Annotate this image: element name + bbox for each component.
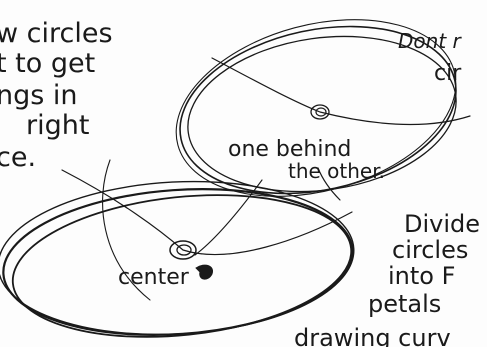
note-left-line-4: right	[26, 110, 89, 141]
upper-guide-curve	[212, 58, 470, 124]
note-bottom-right-line-2: circles	[392, 236, 468, 264]
note-left-line-1: w circles	[0, 18, 113, 49]
lower-circle-stroke-1	[0, 178, 358, 346]
note-bottom-right-line-1: Divide	[404, 210, 480, 238]
center-scribble	[196, 265, 213, 279]
note-left-line-3: ngs in	[0, 80, 78, 111]
note-left-line-2: t to get	[0, 48, 95, 79]
note-bottom-right-line-3: into F	[388, 262, 455, 290]
note-one-behind-line-2: the other.	[288, 159, 385, 183]
note-top-right-line-2: cir	[434, 61, 462, 86]
note-bottom-right-line-5: drawing curv	[294, 324, 451, 347]
note-left-line-5: ce.	[0, 142, 36, 173]
note-bottom-right-line-4: petals	[368, 290, 441, 318]
note-center-label: center	[118, 265, 190, 290]
note-top-right-line-1: Dont r	[398, 29, 463, 53]
